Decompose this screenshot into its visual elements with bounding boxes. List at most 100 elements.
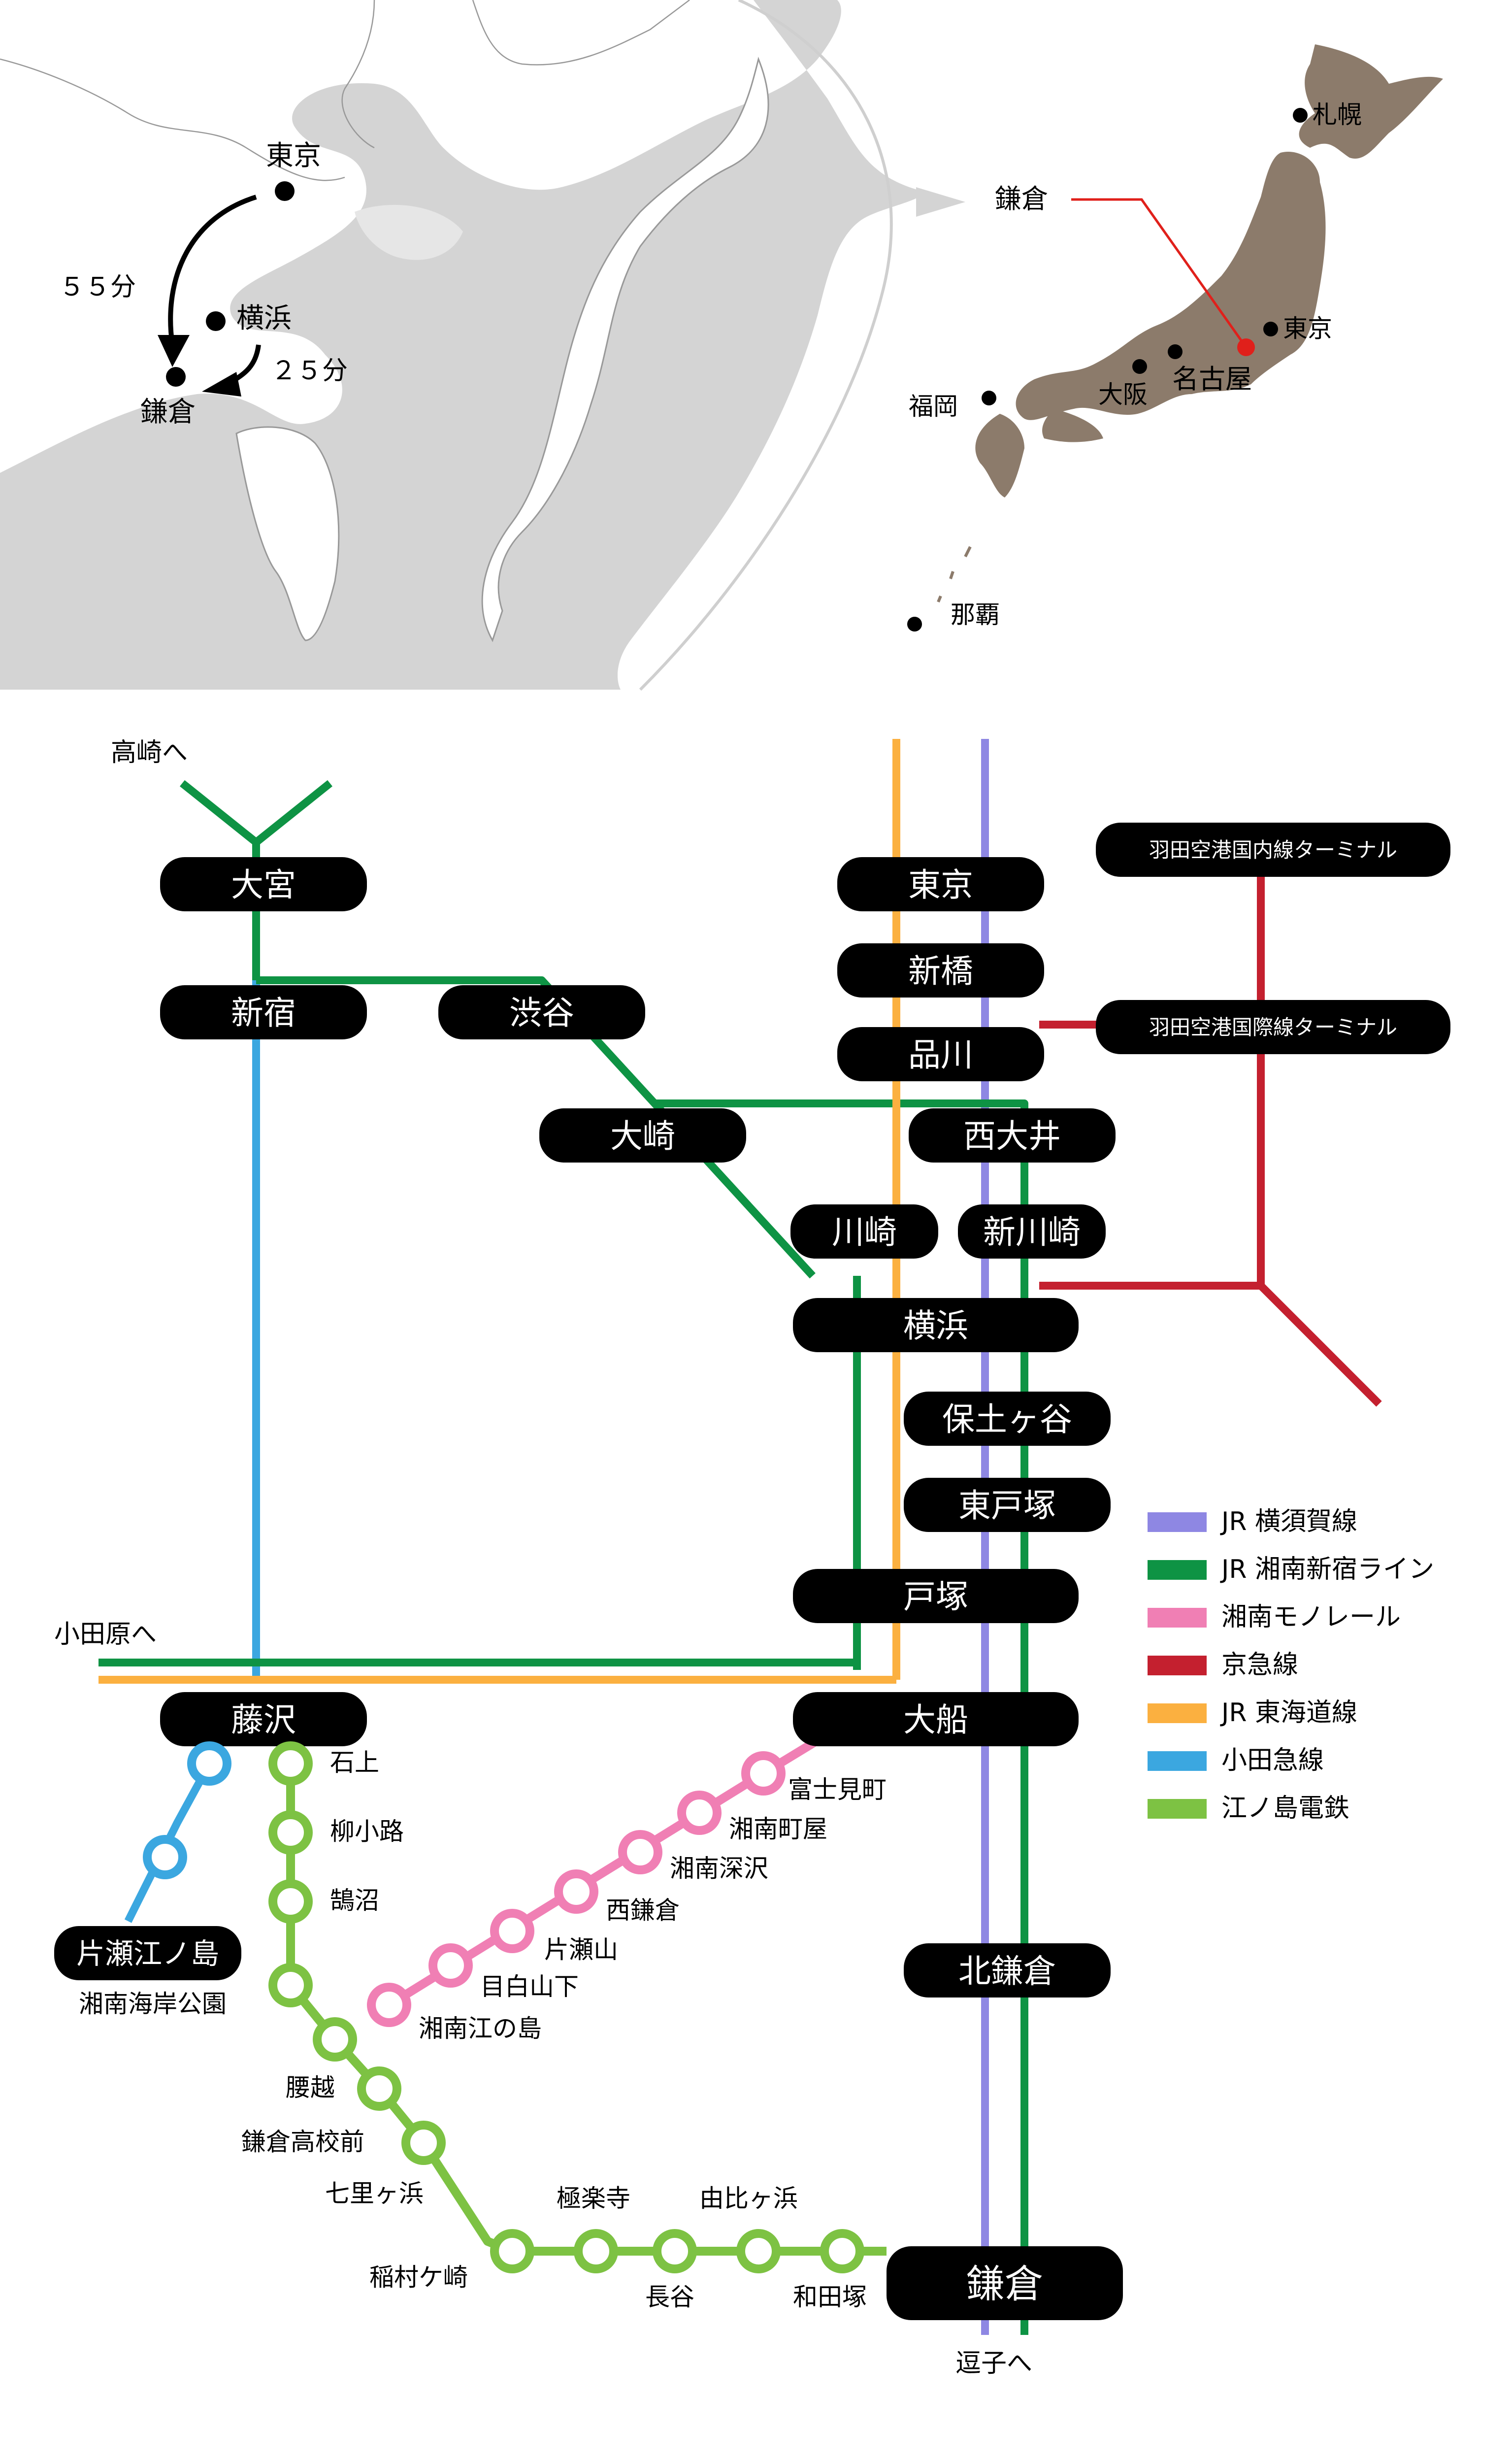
odakyu-stop (187, 1741, 231, 1786)
legend-swatch (1148, 1751, 1207, 1771)
station-label-shimbashi: 新橋 (908, 952, 973, 990)
station-label-shinjuku: 新宿 (231, 994, 296, 1032)
line-odakyu (124, 973, 260, 1923)
miura-peninsula (235, 426, 340, 641)
enoden-stop-label: 柳小路 (330, 1817, 404, 1846)
station-osaki: 大崎 (539, 1108, 746, 1163)
station-shinkawasaki: 新川崎 (958, 1204, 1106, 1259)
monorail-stop (741, 1751, 786, 1796)
monorail-stop-label: 湘南江の島 (419, 2014, 542, 2043)
yokohama-dot (206, 311, 226, 331)
fukuoka-dot (982, 391, 996, 405)
station-label-nishioi: 西大井 (963, 1117, 1061, 1155)
station-label-kamakura: 鎌倉 (966, 2262, 1043, 2306)
enoden-stop (313, 2017, 357, 2062)
station-label-omiya: 大宮 (231, 866, 296, 904)
monorail-stop-label: 富士見町 (788, 1775, 887, 1804)
station-label-kitakamakura: 北鎌倉 (958, 1952, 1056, 1990)
legend-label: 京急線 (1221, 1650, 1298, 1680)
time-tokyo-kamakura: ５５分 (59, 272, 136, 302)
enoden-stop (268, 1741, 313, 1786)
prefecture-boundary (0, 0, 690, 181)
station-label-osaki: 大崎 (610, 1117, 675, 1155)
station-label-katase: 片瀬江ノ島 (76, 1937, 219, 1970)
magnifier-pointer (916, 187, 965, 217)
monorail-stop (367, 1983, 411, 2027)
nagoya-dot (1168, 344, 1183, 359)
station-kamakura: 鎌倉 (887, 2246, 1123, 2320)
japan-label-osaka: 大阪 (1098, 380, 1148, 409)
osaka-dot (1132, 359, 1147, 374)
station-label-totsuka: 戸塚 (903, 1578, 968, 1616)
kamakura-callout-dot (1237, 338, 1255, 356)
monorail-stop (554, 1869, 598, 1914)
legend-label: JR 横須賀線 (1220, 1507, 1357, 1536)
odakyu-stop (143, 1835, 187, 1879)
station-omiya: 大宮 (160, 857, 367, 911)
station-label-yokohama: 横浜 (903, 1307, 968, 1345)
tokyo-dot (275, 181, 295, 201)
kamakura-dot (166, 367, 186, 387)
station-hodogaya: 保土ヶ谷 (904, 1392, 1111, 1446)
railway-diagram: 大宮新宿渋谷大崎東京新橋品川西大井川崎新川崎横浜保土ヶ谷東戸塚戸塚大船藤沢片瀬江… (54, 738, 1450, 2378)
dir-takasaki: 高崎へ (111, 738, 188, 767)
enoden-stop-label: 由比ヶ浜 (699, 2184, 798, 2213)
station-kawasaki: 川崎 (790, 1204, 938, 1259)
monorail-stop (428, 1943, 473, 1988)
enoden-stop-label: 鎌倉高校前 (241, 2128, 364, 2156)
enoden-stop-label: 鵠沼 (330, 1886, 379, 1915)
enoden-stop-label: 稲村ケ崎 (369, 2263, 468, 2292)
enoden-stop (357, 2066, 401, 2111)
boso-coast (481, 57, 769, 642)
monorail-stop (677, 1791, 722, 1835)
legend-label: JR 東海道線 (1220, 1698, 1357, 1728)
route-arrowhead-tokyo (158, 335, 190, 367)
enoden-stop-label: 石上 (330, 1748, 379, 1777)
station-yokohama: 横浜 (793, 1298, 1079, 1352)
enoden-stop (401, 2121, 446, 2165)
enoden-stop-label: 湘南海岸公園 (79, 1990, 227, 2018)
monorail-stop-label: 湘南町屋 (729, 1815, 827, 1843)
station-haneda_dom: 羽田空港国内線ターミナル (1096, 823, 1450, 877)
legend-swatch (1148, 1703, 1207, 1723)
station-label-haneda_dom: 羽田空港国内線ターミナル (1149, 838, 1397, 862)
station-label-shinkawasaki: 新川崎 (983, 1213, 1081, 1251)
station-ofuna: 大船 (793, 1692, 1079, 1746)
tokyo-bay-head (355, 204, 463, 260)
legend-label: 湘南モノレール (1221, 1602, 1401, 1632)
monorail-stop (618, 1830, 662, 1874)
japan-map: 札幌 東京 名古屋 大阪 福岡 那覇 鎌倉 (907, 44, 1443, 632)
dir-odawara: 小田原へ (54, 1620, 157, 1649)
station-label-haneda_intl: 羽田空港国際線ターミナル (1149, 1015, 1397, 1039)
regional-label-yokohama: 横浜 (236, 302, 292, 334)
regional-label-tokyo: 東京 (266, 140, 321, 172)
station-nishioi: 西大井 (909, 1108, 1116, 1163)
monorail-stop-label: 片瀬山 (544, 1935, 618, 1964)
regional-label-kamakura: 鎌倉 (140, 396, 196, 428)
enoden-stop (268, 1879, 313, 1924)
station-label-ofuna: 大船 (903, 1701, 968, 1739)
legend-label: 小田急線 (1221, 1746, 1324, 1775)
monorail-stop-label: 目白山下 (480, 1972, 579, 2001)
magnifier-edge (639, 0, 893, 691)
station-katase: 片瀬江ノ島 (54, 1926, 241, 1980)
enoden-stop-label: 腰越 (286, 2073, 335, 2102)
monorail-stop-label: 西鎌倉 (606, 1896, 680, 1925)
station-shinagawa: 品川 (837, 1027, 1044, 1081)
station-shimbashi: 新橋 (837, 943, 1044, 998)
japan-label-tokyo: 東京 (1283, 314, 1332, 343)
station-kitakamakura: 北鎌倉 (904, 1943, 1111, 1997)
monorail-stop-label: 湘南深沢 (670, 1854, 768, 1883)
legend-swatch (1148, 1512, 1207, 1532)
enoden-stop (268, 1963, 313, 2007)
station-label-hodogaya: 保土ヶ谷 (942, 1400, 1072, 1438)
station-label-shinagawa: 品川 (908, 1036, 973, 1074)
station-shinjuku: 新宿 (160, 985, 367, 1039)
legend-label: 江ノ島電鉄 (1221, 1794, 1349, 1823)
hokkaido-shape (1299, 44, 1443, 159)
enoden-stop-label: 極楽寺 (557, 2184, 630, 2213)
enoden-stop (490, 2229, 534, 2273)
station-shibuya: 渋谷 (438, 985, 645, 1039)
enoden-stop-label: 七里ヶ浜 (325, 2179, 424, 2208)
